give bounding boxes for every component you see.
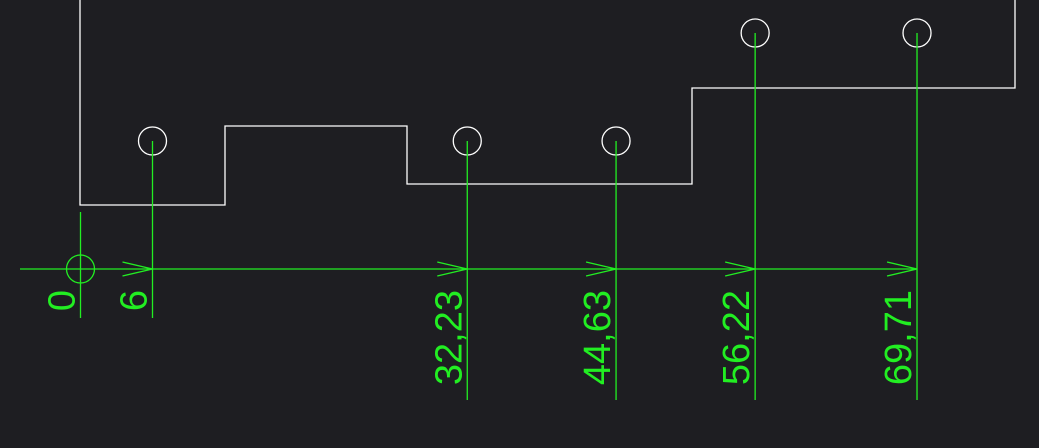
dimension-label: 0 (42, 290, 84, 311)
ordinate-dimensions-group: 0 6 32,23 44,63 56,22 69,71 (20, 33, 920, 400)
dimension-label: 44,63 (577, 290, 619, 385)
dimension-arrowhead (437, 261, 468, 277)
dimension-label: 6 (114, 290, 156, 311)
dimension-label: 56,22 (716, 290, 758, 385)
dimension-label: 69,71 (878, 290, 920, 385)
dimension-arrowhead (724, 261, 756, 277)
dimension-arrowhead (122, 261, 153, 277)
dimension-arrowhead (585, 261, 617, 277)
dimension-label: 32,23 (428, 290, 470, 385)
dimension-arrowhead (886, 261, 918, 277)
